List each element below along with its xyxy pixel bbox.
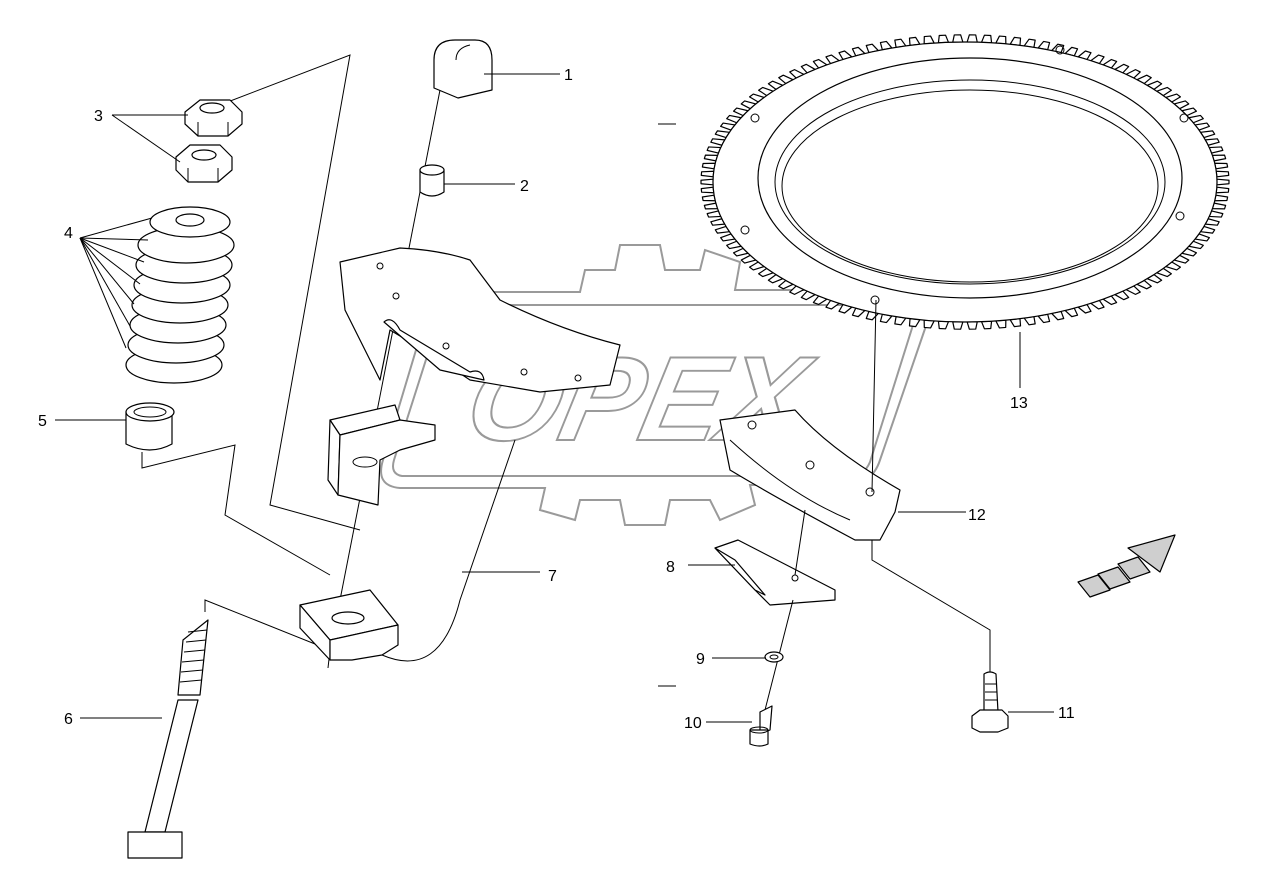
direction-arrow-icon (1077, 534, 1176, 598)
callout-5: 5 (38, 413, 47, 430)
clamp-block-lower (299, 589, 399, 661)
callout-labels: 1 2 3 4 5 6 7 8 9 10 11 12 13 (38, 67, 1075, 732)
hex-nut-lower (175, 144, 233, 183)
segment-plate (719, 409, 901, 541)
hex-nut-upper (184, 99, 243, 137)
gear-tooth (937, 320, 950, 330)
small-bushing (419, 164, 445, 197)
lock-washer (764, 651, 784, 663)
ring-gear (700, 34, 1230, 330)
gear-tooth (1216, 178, 1230, 186)
rubber-cap (433, 39, 493, 99)
gear-tooth (1215, 170, 1230, 178)
gear-tooth (1214, 162, 1229, 170)
gear-tooth (952, 321, 964, 330)
callout-3: 3 (94, 108, 103, 125)
clamp-block-upper (327, 404, 436, 506)
gear-tooth (966, 321, 978, 330)
callout-1: 1 (564, 67, 573, 84)
callout-6: 6 (64, 711, 73, 728)
gear-tooth (701, 162, 716, 170)
washer-stack (125, 206, 235, 384)
callout-4: 4 (64, 225, 73, 242)
bushing-sleeve (125, 402, 175, 451)
gear-tooth (700, 186, 715, 194)
gear-tooth (952, 34, 964, 43)
gear-tooth (1215, 186, 1230, 194)
callout-7: 7 (548, 568, 557, 585)
gear-tooth (966, 34, 978, 43)
callout-12: 12 (968, 507, 986, 524)
callout-9: 9 (696, 651, 705, 668)
gear-tooth (700, 170, 715, 178)
hex-bolt (971, 671, 1009, 733)
gear-tooth (700, 178, 714, 186)
socket-screw (749, 705, 773, 747)
gear-tooth (701, 194, 716, 202)
callout-13: 13 (1010, 395, 1028, 412)
wedge-clamp (714, 539, 836, 606)
long-bolt (127, 619, 209, 859)
gear-tooth (980, 34, 993, 44)
leader-lines (55, 73, 1054, 723)
callout-2: 2 (520, 178, 529, 195)
gear-tooth (980, 320, 993, 330)
gear-tooth (937, 34, 950, 44)
mounting-bracket (339, 247, 621, 393)
callout-11: 11 (1058, 705, 1075, 722)
callout-8: 8 (666, 559, 675, 576)
callout-10: 10 (684, 715, 702, 732)
gear-tooth (1214, 194, 1229, 202)
